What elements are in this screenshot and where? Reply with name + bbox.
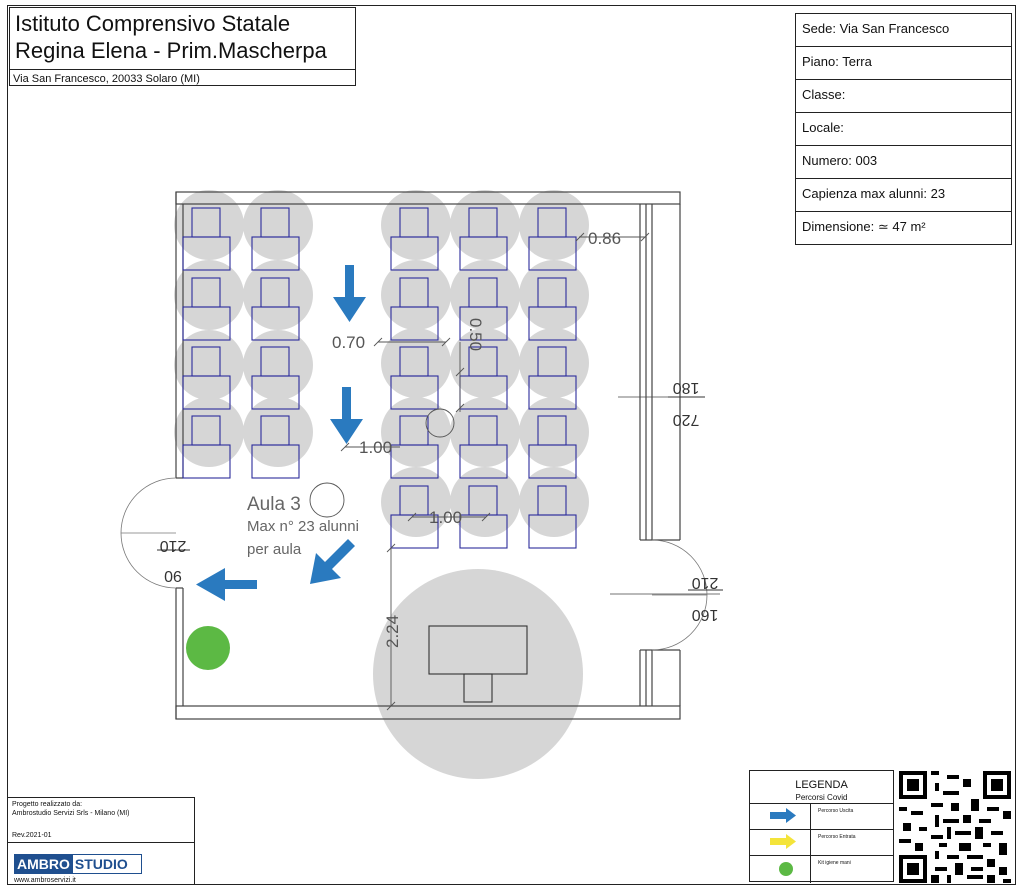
legend-separator (750, 855, 893, 856)
distance-circle (381, 190, 451, 260)
hand-sanitizer-station (186, 626, 230, 670)
distance-circle (450, 190, 520, 260)
distance-circle (381, 397, 451, 467)
teacher-desk (428, 625, 528, 703)
room-labels: Aula 3 Max n° 23 alunni per aula (247, 494, 359, 558)
credit-block: Progetto realizzato da: Ambrostudio Serv… (7, 797, 195, 885)
info-locale: Locale: (796, 113, 1011, 146)
legend-exit-label: Percorso Uscita (818, 808, 854, 814)
distance-circle (450, 467, 520, 537)
dim-label-050: 0.50 (466, 318, 485, 351)
info-piano: Piano: Terra (796, 47, 1011, 80)
school-address: Via San Francesco, 20033 Solaro (MI) (13, 73, 200, 85)
dim-label-100a: 1.00 (359, 438, 392, 457)
room-info-table: Sede: Via San Francesco Piano: Terra Cla… (795, 13, 1012, 245)
drawing-frame (7, 5, 1016, 885)
door-label-210-left: 210 (160, 537, 187, 554)
credit-website: www.ambroservizi.it (14, 877, 76, 884)
room-capacity: Max n° 23 alunni (247, 518, 359, 535)
school-name-line2: Regina Elena - Prim.Mascherpa (15, 38, 327, 63)
distance-circle (174, 397, 244, 467)
door-label-210-right: 210 (692, 574, 719, 591)
ambrostudio-logo: AMBRO STUDIO (14, 854, 142, 874)
exit-arrows (196, 265, 366, 601)
info-numero: Numero: 003 (796, 146, 1011, 179)
exit-arrow-diagonal (310, 539, 355, 584)
door-label-180: 180 (673, 379, 700, 396)
dimension-lines (340, 232, 650, 711)
qr-code[interactable] (899, 771, 1011, 883)
school-name-line1: Istituto Comprensivo Statale (15, 11, 291, 36)
dim-label-086: 0.86 (588, 229, 621, 248)
legend-column-divider (810, 803, 811, 883)
title-separator (10, 69, 355, 70)
distance-circle (519, 467, 589, 537)
info-dimensione: Dimensione: ≃ 47 m² (802, 219, 926, 234)
exit-arrow-down-2 (330, 387, 363, 444)
distance-circle (243, 190, 313, 260)
door-label-160: 160 (692, 606, 719, 623)
credit-line-2: Ambrostudio Servizi Srls - Milano (MI) (12, 810, 130, 817)
credit-separator (8, 842, 194, 843)
exit-arrow-left (196, 568, 257, 601)
legend-box: LEGENDA Percorsi Covid Percorso Uscita P… (749, 770, 894, 883)
legend-separator (750, 829, 893, 830)
distance-circle (519, 260, 589, 330)
distance-circle (381, 260, 451, 330)
doors (120, 477, 708, 651)
distance-circle (450, 260, 520, 330)
door-width-labels: 180 720 210 90 210 160 (157, 379, 723, 623)
student-desks (182, 207, 577, 549)
distance-circle (174, 190, 244, 260)
legend-title: LEGENDA (795, 779, 848, 791)
exit-arrow-down-1 (333, 265, 366, 322)
legend-symbols (770, 808, 796, 876)
distance-circle (519, 328, 589, 398)
logo-part-b: STUDIO (74, 856, 128, 872)
legend-sanitizer-icon (779, 862, 793, 876)
distance-circle (381, 328, 451, 398)
small-circles (309, 408, 455, 518)
room-name: Aula 3 (247, 494, 301, 515)
info-classe: Classe: (796, 80, 1011, 113)
dim-label-070: 0.70 (332, 333, 365, 352)
walls (175, 191, 720, 720)
door-label-720: 720 (673, 411, 700, 428)
distance-circles (174, 190, 589, 779)
teacher-chair (463, 673, 493, 703)
info-capienza: Capienza max alunni: 23 (796, 179, 1011, 212)
legend-entry-arrow-icon (770, 834, 796, 849)
credit-line-1: Progetto realizzato da: (12, 801, 83, 808)
distance-circle (381, 467, 451, 537)
distance-circle (519, 190, 589, 260)
dimension-labels: 0.86 0.70 0.50 1.00 1.00 2.24 (332, 229, 621, 648)
dim-label-100b: 1.00 (429, 508, 462, 527)
distance-circle (243, 397, 313, 467)
left-door-swing (120, 477, 177, 534)
info-sede: Sede: Via San Francesco (796, 14, 1011, 47)
legend-entry-label: Percorso Entrata (818, 834, 856, 840)
revision-label: Rev.2021-01 (12, 832, 52, 839)
legend-sanitizer-label: Kit igiene mani (818, 860, 851, 866)
legend-separator (750, 803, 893, 804)
dim-label-224: 2.24 (383, 615, 402, 648)
logo-part-a: AMBRO (15, 855, 73, 873)
legend-exit-arrow-icon (770, 808, 796, 823)
distance-circle (450, 397, 520, 467)
distance-circle (450, 328, 520, 398)
distance-circle (519, 397, 589, 467)
room-capacity-note: per aula (247, 541, 302, 558)
door-label-90: 90 (164, 567, 182, 584)
legend-subtitle: Percorsi Covid (795, 793, 848, 802)
title-block: Istituto Comprensivo Statale Regina Elen… (9, 7, 356, 86)
